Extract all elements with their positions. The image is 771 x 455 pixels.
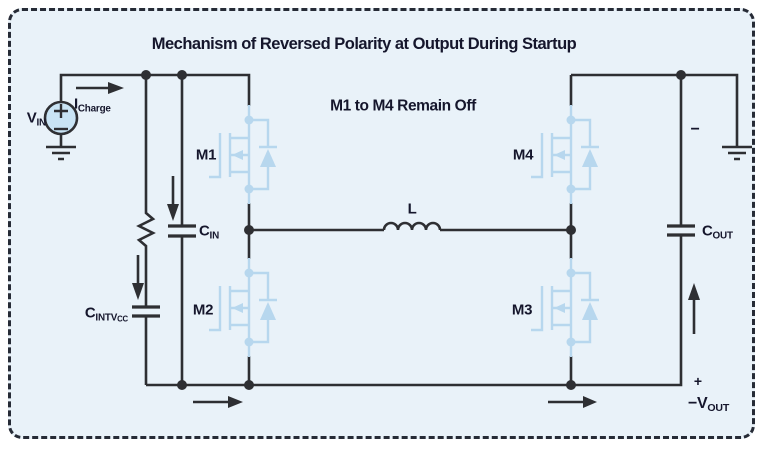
ground-icon-left bbox=[46, 145, 76, 161]
node-dot bbox=[177, 70, 187, 80]
mosfet-m4-symbol bbox=[529, 103, 601, 206]
plus-sign-icon bbox=[54, 104, 68, 118]
cintvcc-label: CINTVCC bbox=[84, 304, 128, 324]
bottom-right-current-arrow-icon bbox=[548, 396, 597, 408]
cin-label-base: C bbox=[199, 222, 210, 240]
node-dot bbox=[566, 380, 576, 390]
cout-minus-polarity-label: − bbox=[690, 121, 700, 138]
vout-label-sub: OUT bbox=[707, 402, 730, 415]
inductor-symbol bbox=[382, 221, 442, 231]
cin-current-arrow-icon bbox=[167, 176, 179, 221]
dashed-border-panel bbox=[8, 8, 755, 439]
node-dot bbox=[141, 70, 151, 80]
wire-top-right-rail bbox=[571, 73, 739, 147]
capacitor-cout bbox=[667, 224, 695, 237]
node-dot bbox=[244, 380, 254, 390]
vout-label: −VOUT bbox=[688, 395, 730, 415]
wire-bottom-rail bbox=[146, 235, 683, 387]
cout-label: COUT bbox=[702, 222, 733, 242]
cintvcc-label-base: C bbox=[84, 304, 96, 322]
cintvcc-label-sub: INTV bbox=[95, 312, 118, 324]
capacitor-cin bbox=[168, 224, 196, 238]
m3-label: M3 bbox=[511, 301, 533, 319]
vout-plus-polarity-label: + bbox=[693, 373, 703, 389]
capacitor-cintvcc bbox=[132, 305, 160, 318]
cin-label: CIN bbox=[199, 222, 220, 242]
node-dot bbox=[244, 225, 254, 235]
ground-icon-right bbox=[722, 145, 752, 161]
mosfet-m2-symbol bbox=[207, 256, 279, 359]
mosfet-m1-symbol bbox=[207, 103, 279, 206]
node-dot bbox=[566, 225, 576, 235]
vin-label-base: V bbox=[26, 109, 37, 127]
icharge-label-base: I bbox=[74, 95, 78, 113]
vin-label: VIN bbox=[26, 109, 47, 129]
wire-top-left-rail bbox=[59, 73, 251, 106]
cin-label-sub: IN bbox=[209, 230, 220, 242]
icharge-arrow-icon bbox=[76, 82, 124, 94]
cout-current-arrow-icon bbox=[688, 283, 700, 334]
icharge-label-sub: Charge bbox=[77, 103, 111, 115]
wire-resistor-branch bbox=[136, 75, 156, 307]
bottom-left-current-arrow-icon bbox=[193, 396, 243, 408]
cintvcc-current-arrow-icon bbox=[132, 255, 144, 300]
m4-label: M4 bbox=[512, 146, 534, 164]
diagram-title: Mechanism of Reversed Polarity at Output… bbox=[151, 34, 577, 53]
cout-label-base: C bbox=[702, 222, 713, 240]
mosfet-m3-symbol bbox=[529, 256, 601, 359]
cintvcc-label-subsub: CC bbox=[117, 314, 128, 324]
inductor-label: L bbox=[407, 200, 417, 218]
icharge-label: ICharge bbox=[74, 95, 111, 115]
vout-label-base: −V bbox=[688, 395, 708, 412]
m1-label: M1 bbox=[195, 146, 217, 164]
node-dot bbox=[676, 70, 686, 80]
diagram-note: M1 to M4 Remain Off bbox=[330, 97, 476, 115]
node-dot bbox=[177, 380, 187, 390]
cout-label-sub: OUT bbox=[712, 230, 733, 242]
m2-label: M2 bbox=[192, 301, 214, 319]
vin-source-symbol bbox=[43, 100, 79, 136]
vin-label-sub: IN bbox=[36, 117, 47, 129]
